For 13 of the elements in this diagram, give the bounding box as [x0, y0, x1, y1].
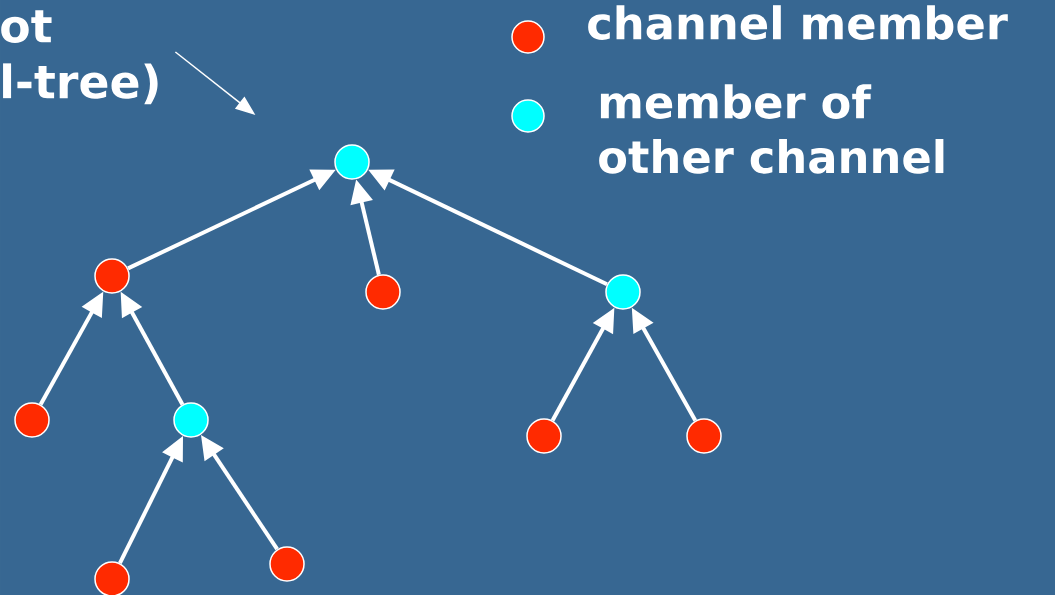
tree-node: [365, 274, 401, 310]
tree-node: [173, 402, 209, 438]
tree-node: [14, 402, 50, 438]
legend-text: channel member: [588, 5, 1008, 40]
tree-node: [526, 418, 562, 454]
legend-text: member of other channel: [599, 84, 944, 174]
tree-node: [94, 561, 130, 595]
tree-node: [269, 546, 305, 582]
annotation-text: ot l-tree): [1, 10, 158, 105]
tree-node: [686, 418, 722, 454]
tree-node: [94, 258, 130, 294]
tree-node: [605, 274, 641, 310]
tree-node: [334, 144, 370, 180]
